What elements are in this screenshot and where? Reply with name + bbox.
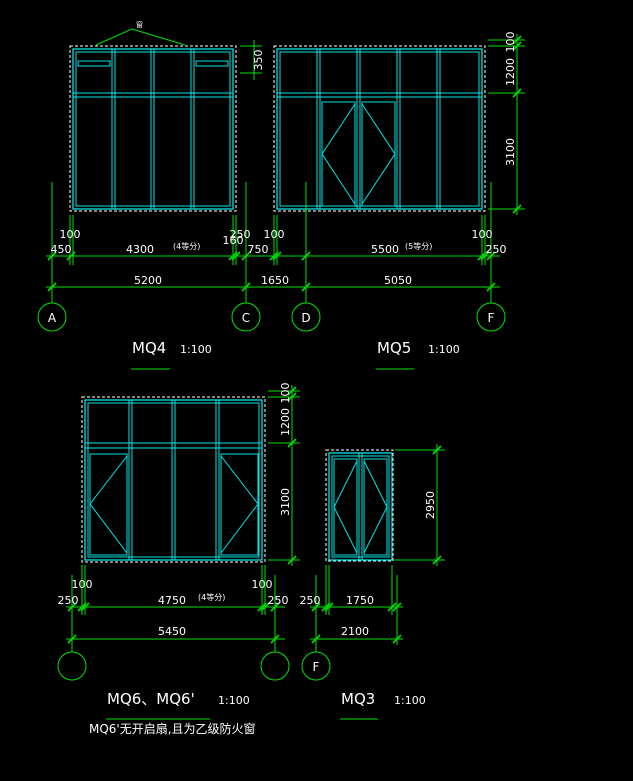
mq4-dim-100: 100 [60,228,81,241]
mq6-scale: 1:100 [218,694,250,707]
mq5-opening-outline [273,45,486,212]
mq5-dim-250: 250 [486,243,507,256]
mq5-frame [276,48,483,210]
mq5-dim-v1200: 1200 [504,58,517,86]
mid-dim-1650: 1650 [261,274,289,287]
mq5-dim-5500-note: (5等分) [405,241,432,251]
mq4-axis-c: C [242,311,250,325]
mq5-axis-bubble-d [291,302,321,332]
mq4-axis-bubble-a [37,302,67,332]
mq4-dim-160: 160 [223,234,244,247]
mq4-axis-a: A [48,311,57,325]
mq6-dim-100b: 100 [252,578,273,591]
mq4-dim-250: 250 [230,228,251,241]
mq6-elevation: 100 1200 3100 100 250 4750 (4等分) 100 250… [57,383,300,736]
mq5-dim-5050: 5050 [384,274,412,287]
mq3-opening-outline [325,449,394,562]
mq5-axis-bubble-f [476,302,506,332]
mq6-frame [84,399,263,561]
mq4-dim-450: 450 [51,243,72,256]
mq6-dim-250b: 250 [268,594,289,607]
mq3-frame [328,452,393,561]
mq4-dim-4300: 4300 [126,243,154,256]
mq3-dim-2100: 2100 [341,625,369,638]
mq3-dim-v2950: 2950 [424,491,437,519]
mq3-axis-bubble-f [301,651,331,681]
mq3-scale: 1:100 [394,694,426,707]
mq6-title: MQ6、MQ6' [107,690,195,708]
mq5-dim-v3100: 3100 [504,138,517,166]
mq6-note: MQ6'无开启扇,且为乙级防火窗 [89,721,256,736]
mq4-elevation: 窗 350 100 450 4300 (4等分) 250 160 [37,20,500,370]
mq5-axis-d: D [301,311,310,325]
mq6-opening-outline [81,396,266,563]
mq3-dim-1750: 1750 [346,594,374,607]
mq3-elevation: 2950 250 1750 2100 F MQ3 1:100 [300,444,445,720]
mq5-dim-100b: 100 [472,228,493,241]
mq6-dim-250a: 250 [58,594,79,607]
mq4-axis-bubble-c [231,302,261,332]
mid-dim-750: 750 [248,243,269,256]
mq6-dim-4750: 4750 [158,594,186,607]
mq6-dim-100a: 100 [72,578,93,591]
mq6-dim-5450: 5450 [158,625,186,638]
mq6-dim-v100: 100 [279,383,292,404]
mq5-scale: 1:100 [428,343,460,356]
mq6-dim-4750-note: (4等分) [198,592,225,602]
mq5-title: MQ5 [377,339,411,357]
mq5-dim-5500: 5500 [371,243,399,256]
mq6-axis-bubble-right [260,651,290,681]
mq4-dim-350: 350 [252,50,265,71]
mq4-scale: 1:100 [180,343,212,356]
mq6-dim-v1200: 1200 [279,408,292,436]
mq4-leader-label: 窗 [136,20,143,29]
mq6-axis-bubble-left [57,651,87,681]
mq4-frame [72,48,234,210]
mq5-dim-100a: 100 [264,228,285,241]
mq5-axis-f: F [488,311,495,325]
mq3-title: MQ3 [341,690,375,708]
mq4-dim-5200: 5200 [134,274,162,287]
mq3-axis-f: F [313,660,320,674]
mq4-dim-4300-note: (4等分) [173,241,200,251]
mq3-dim-250: 250 [300,594,321,607]
mq4-title: MQ4 [132,339,166,357]
mq4-opening-outline [69,45,237,212]
mq5-elevation: 100 1200 3100 100 5500 (5等分) 100 250 505… [264,32,525,370]
mq6-dim-v3100: 3100 [279,488,292,516]
mq5-dim-v100: 100 [504,32,517,53]
